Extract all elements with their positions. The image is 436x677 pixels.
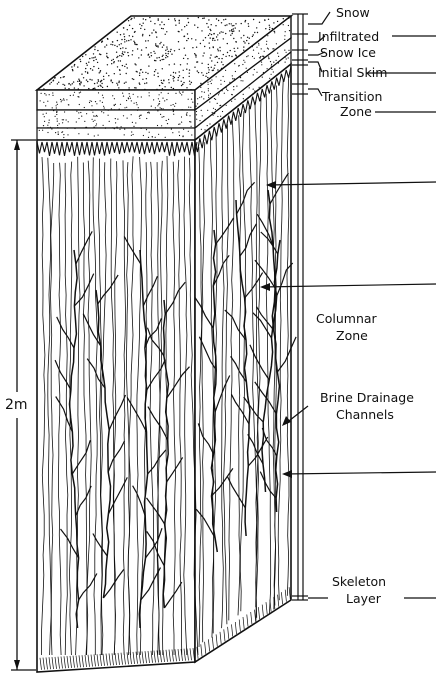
label-skeleton-layer: Layer [346, 591, 382, 606]
label-columnar: Columnar [316, 311, 378, 326]
label-transition: Transition [321, 89, 382, 104]
snow-ice-layer-front [37, 128, 195, 140]
label-columnar-zone: Zone [336, 328, 368, 343]
label-infiltrated: Infiltrated [318, 29, 379, 44]
label-initial-skim: Initial Skim [318, 65, 387, 80]
label-snow-ice: Snow Ice [320, 45, 376, 60]
infiltrated-layer-front [37, 110, 195, 128]
label-skeleton: Skeleton [332, 574, 386, 589]
label-brine-drainage: Brine Drainage [320, 390, 414, 405]
label-channels: Channels [336, 407, 394, 422]
ice-block [37, 16, 296, 672]
label-transition-zone: Zone [340, 104, 372, 119]
label-scale-2m: 2m [5, 397, 28, 413]
label-snow: Snow [336, 5, 370, 20]
